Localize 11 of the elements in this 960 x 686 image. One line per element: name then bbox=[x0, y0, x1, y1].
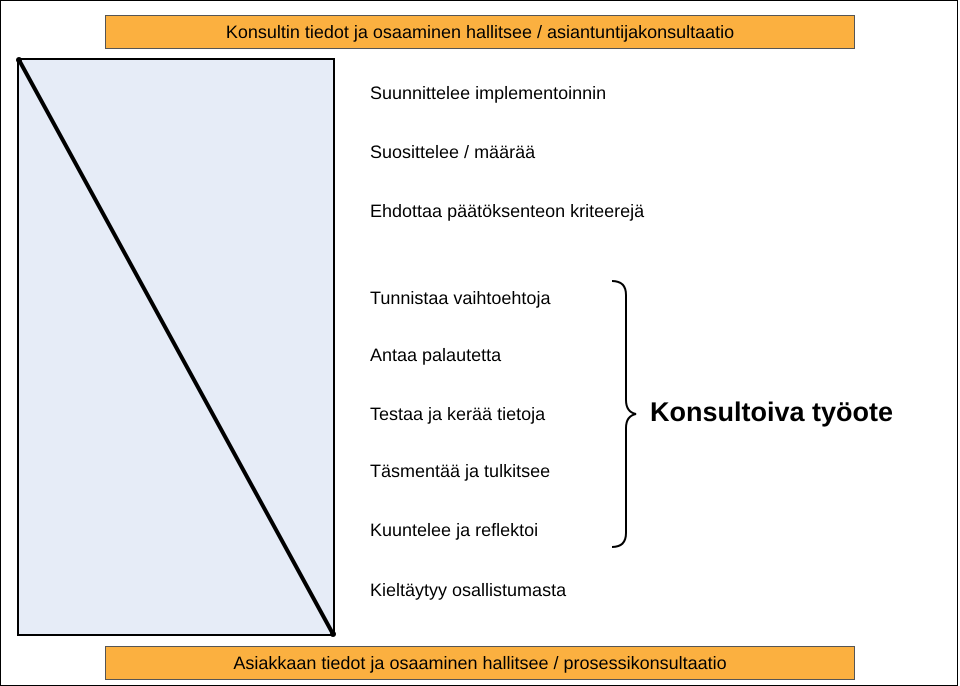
action-text: Antaa palautetta bbox=[370, 344, 502, 367]
heading-band: Konsultin tiedot ja osaaminen hallitsee / asiantuntijakonsultaatio bbox=[105, 15, 855, 49]
action-text: Suunnittelee implementoinnin bbox=[370, 82, 608, 105]
action-text: Ehdottaa päätöksenteon kriteerejä bbox=[370, 200, 646, 223]
action-text: Suosittelee / määrää bbox=[370, 141, 536, 164]
group-label: Konsultoiva työote bbox=[650, 397, 894, 428]
action-text: Kieltäytyy osallistumasta bbox=[370, 579, 568, 602]
action-text: Täsmentää ja tulkitsee bbox=[370, 460, 552, 483]
heading-band: Asiakkaan tiedot ja osaaminen hallitsee / prosessikonsultaatio bbox=[105, 646, 855, 680]
action-text: Kuuntelee ja reflektoi bbox=[370, 519, 540, 542]
action-text: Tunnistaa vaihtoehtoja bbox=[370, 287, 552, 310]
